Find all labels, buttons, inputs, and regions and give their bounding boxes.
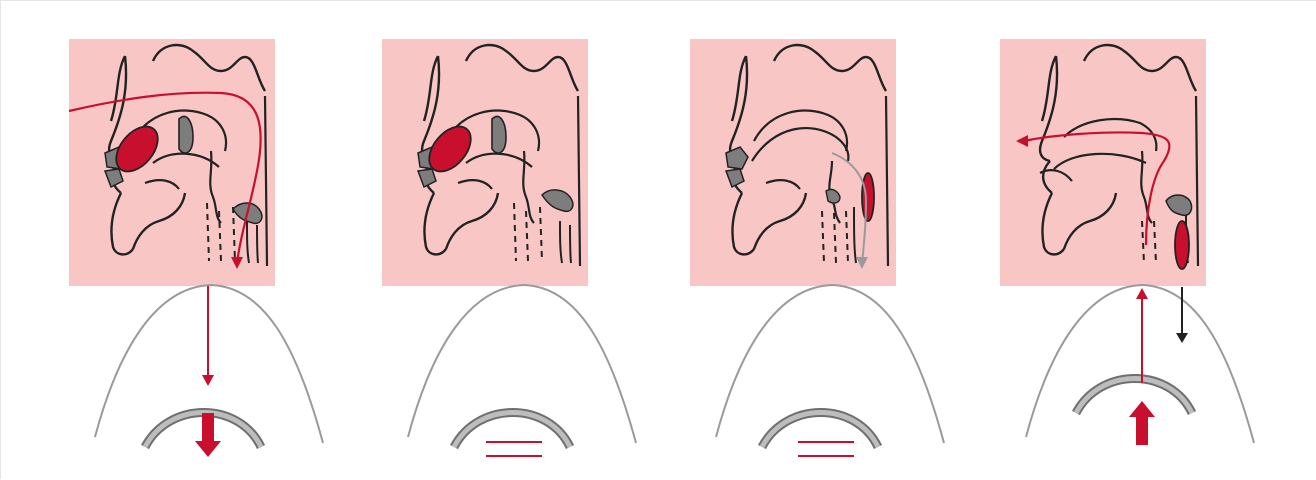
panel-1-figure <box>61 1 361 480</box>
head-background-box <box>690 39 896 286</box>
lung-dome-curve <box>716 285 944 443</box>
down-arrow-icon <box>195 441 221 457</box>
panel-2-figure <box>374 1 674 480</box>
soft-palate-tissue <box>179 116 193 153</box>
panel-3 <box>682 1 982 480</box>
open-glottis-red-shape <box>1175 221 1189 269</box>
head-background-box <box>382 39 588 286</box>
up-arrow-icon <box>1129 401 1155 417</box>
panel-2 <box>374 1 674 480</box>
down-pointer-arrowhead <box>202 375 214 386</box>
down-arrow-shaft <box>202 413 214 443</box>
diaphragm-arc <box>1076 379 1192 414</box>
soft-palate-tissue <box>492 116 506 153</box>
panel-1 <box>61 1 361 480</box>
head-background-box <box>69 39 275 286</box>
panel-3-figure <box>682 1 982 480</box>
panel-4-figure <box>992 1 1292 480</box>
closed-glottis-red-shape <box>862 173 874 221</box>
black-down-arrowhead <box>1176 333 1188 343</box>
up-arrow-shaft <box>1136 415 1148 445</box>
lung-dome-curve <box>408 285 636 443</box>
up-pointer-arrowhead <box>1136 288 1148 299</box>
panel-4 <box>992 1 1292 480</box>
